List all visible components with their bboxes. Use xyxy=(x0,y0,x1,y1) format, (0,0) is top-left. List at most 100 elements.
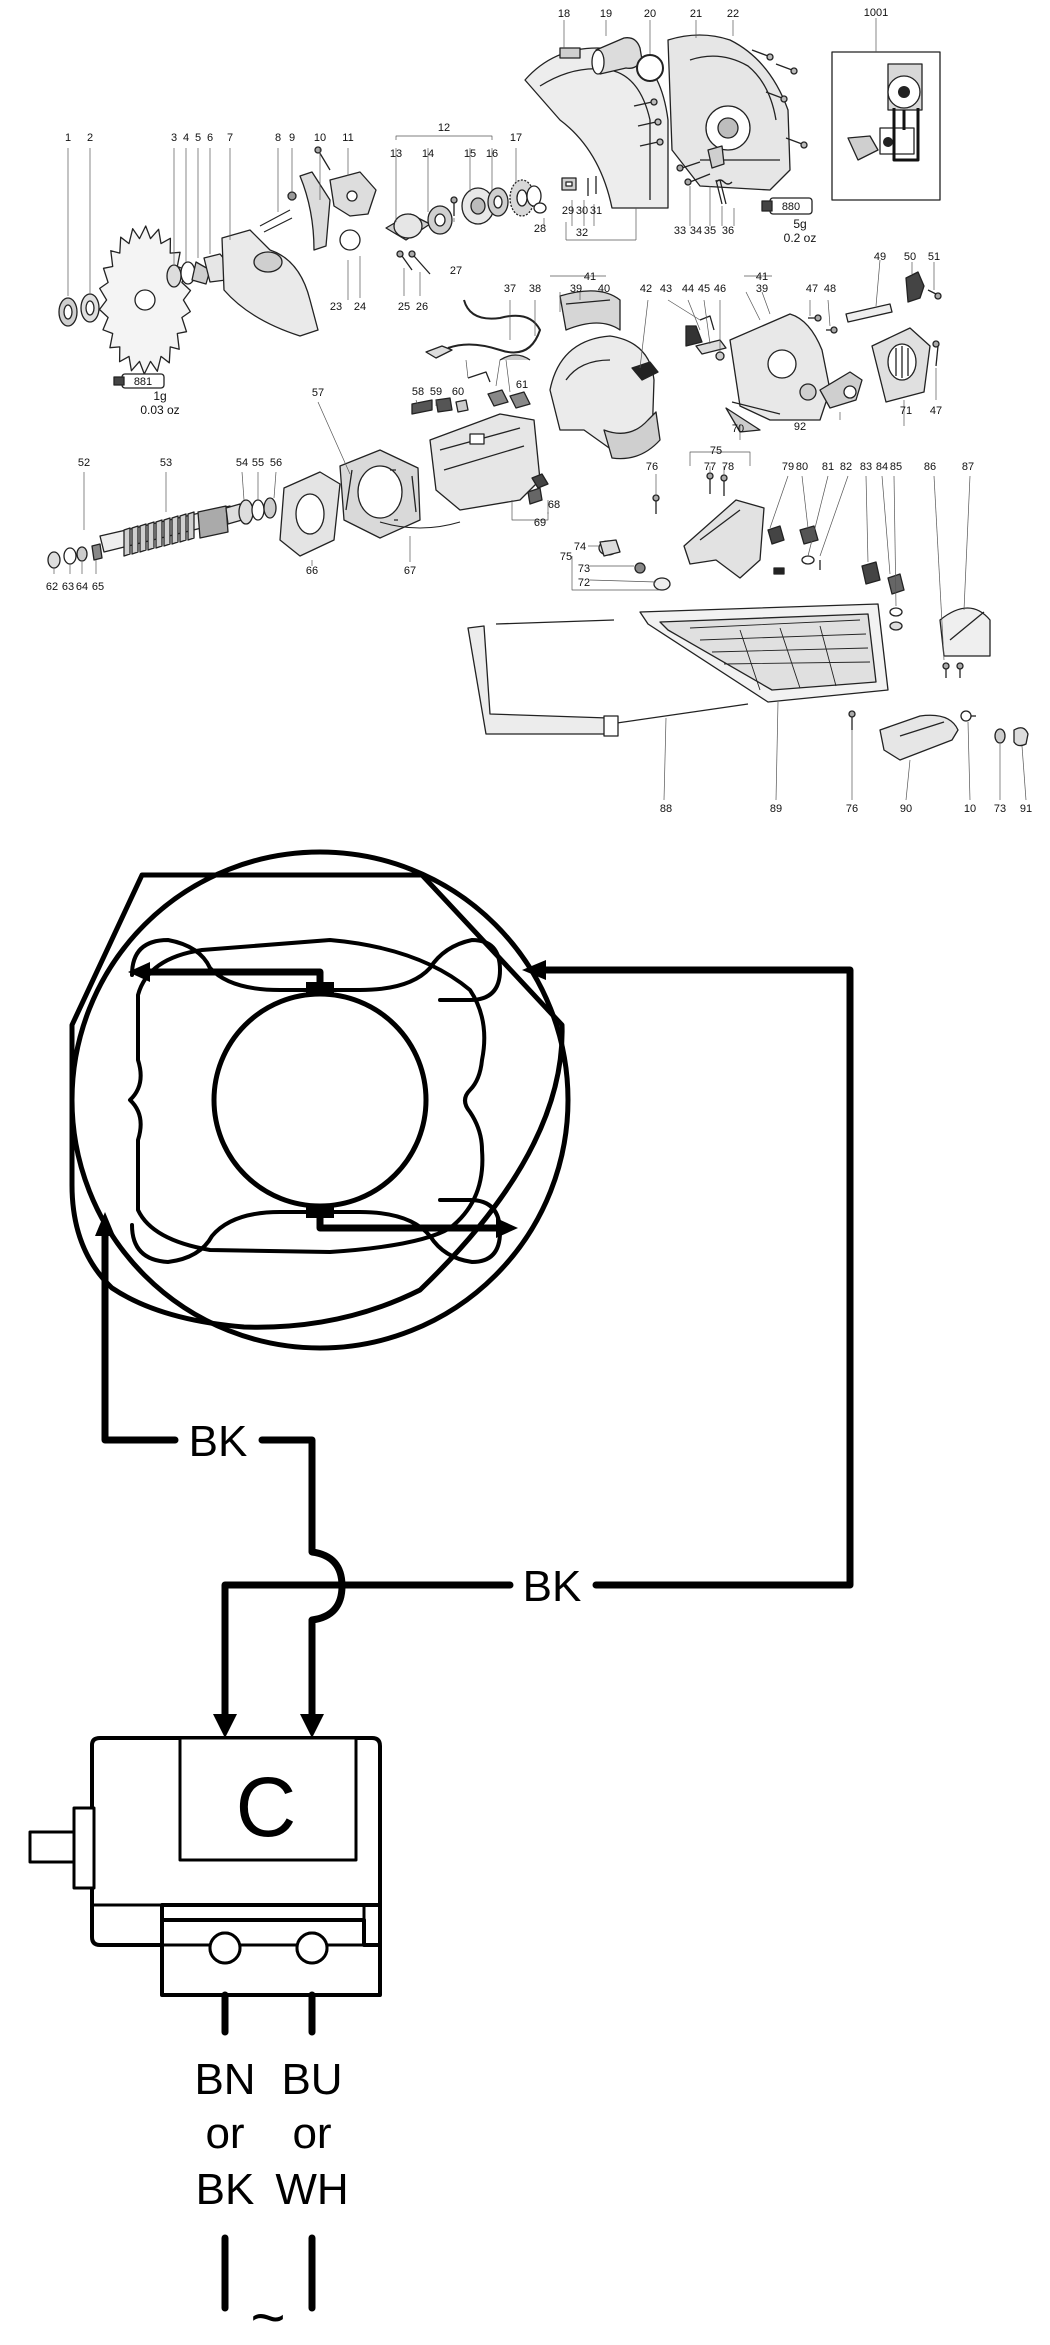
part-number-p23: 23 xyxy=(330,301,342,313)
brush-top-icon xyxy=(306,982,334,996)
part-number-p86: 86 xyxy=(924,461,936,473)
switch-parts-drawing xyxy=(631,315,727,381)
part-number-p11: 11 xyxy=(342,132,353,144)
part-number-p72: 72 xyxy=(578,577,590,589)
bracket-drawing xyxy=(314,146,377,217)
motor-housing-drawing xyxy=(429,413,541,511)
part-number-p62: 62 xyxy=(46,581,58,593)
small-parts-bottom-drawing xyxy=(848,710,1029,747)
lower-guard-drawing xyxy=(221,229,319,337)
ring-20-drawing xyxy=(636,54,664,82)
tube-881-amount-imperial: 0.03 oz xyxy=(140,403,179,417)
part-number-p19: 19 xyxy=(600,8,612,20)
plate-66-drawing xyxy=(279,471,341,557)
tube-881-amount: 1g xyxy=(153,389,166,403)
part-number-p88: 88 xyxy=(660,803,672,815)
wire-bk-right-upper xyxy=(536,966,854,1589)
gear-drawing xyxy=(509,179,542,217)
parallel-guide-drawing xyxy=(683,499,785,579)
small-parts-62-65-drawing xyxy=(47,543,103,569)
part-number-p10a: 10 xyxy=(314,132,326,144)
part-number-p50: 50 xyxy=(904,251,916,263)
rear-handle-drawing xyxy=(819,371,863,409)
switch-trigger xyxy=(28,1830,76,1864)
lead-right-line-1: BU xyxy=(281,2055,342,2104)
part-number-p82: 82 xyxy=(840,461,852,473)
wire-bk-right-lower xyxy=(221,1581,514,1724)
part-number-p53: 53 xyxy=(160,457,172,469)
switch-mount xyxy=(72,1806,96,1890)
part-number-p26: 26 xyxy=(416,301,428,313)
part-number-p8: 8 xyxy=(275,132,281,144)
upper-housing-drawing xyxy=(667,34,791,191)
wire-label-bk-right: BK xyxy=(523,1562,582,1611)
part-number-p52: 52 xyxy=(78,457,90,469)
field-coil-drawing xyxy=(339,449,421,539)
fan-housing-drawing xyxy=(871,327,931,403)
part-number-p70: 70 xyxy=(732,423,744,435)
part-number-p48: 48 xyxy=(824,283,836,295)
part-number-p38: 38 xyxy=(529,283,541,295)
switch-body xyxy=(28,1736,382,1997)
armature-circle xyxy=(211,991,429,1209)
part-number-p1001: 1001 xyxy=(864,7,888,19)
bearings-drawing xyxy=(238,497,277,525)
wiring-diagram: BK BK C BN or BK BU or WH ~ xyxy=(28,849,854,2345)
part-number-p42: 42 xyxy=(640,283,652,295)
wire-label-bk-left: BK xyxy=(189,1417,248,1466)
arrow-switch-left-icon xyxy=(213,1714,237,1738)
rod-drawing xyxy=(845,303,893,323)
angle-scale-drawing xyxy=(879,714,959,761)
part-number-p45: 45 xyxy=(698,283,710,295)
armature-drawing xyxy=(99,503,243,557)
part-number-p64: 64 xyxy=(76,581,88,593)
part-number-p51: 51 xyxy=(928,251,940,263)
part-number-p75b: 75 xyxy=(560,551,572,563)
part-number-p71: 71 xyxy=(900,405,912,417)
part-number-p67: 67 xyxy=(404,565,416,577)
switch-label-box xyxy=(178,1736,358,1862)
supply-symbol: ~ xyxy=(250,2284,285,2340)
parts-81-82-drawing xyxy=(799,525,821,570)
part-number-p68: 68 xyxy=(548,499,560,511)
arrow-right-in-icon xyxy=(522,960,546,980)
saw-blade-drawing xyxy=(98,225,192,375)
part-number-p47a: 47 xyxy=(806,283,818,295)
part-number-p61: 61 xyxy=(516,379,528,391)
arrow-top-left-icon xyxy=(128,962,150,982)
part-number-p34: 34 xyxy=(690,225,702,237)
part-number-p80: 80 xyxy=(796,461,808,473)
part-number-p25: 25 xyxy=(398,301,410,313)
parts-72-74-drawing xyxy=(598,539,671,591)
wire-bottom-brush xyxy=(316,1214,504,1232)
part-number-p15: 15 xyxy=(464,148,476,160)
lever-drawing xyxy=(259,171,331,251)
screws-76-78-drawing xyxy=(652,472,728,514)
wire-bk-left-lower xyxy=(258,1436,346,1724)
pins-drawing xyxy=(396,250,431,275)
part-number-p1: 1 xyxy=(65,132,71,144)
part-number-p59: 59 xyxy=(430,386,442,398)
part-number-p16: 16 xyxy=(486,148,498,160)
part-number-p69: 69 xyxy=(534,517,546,529)
brush-bottom-icon xyxy=(306,1204,334,1218)
switch-symbol: C xyxy=(236,1760,297,1854)
tube-880-code: 880 xyxy=(782,201,800,213)
part-number-p90: 90 xyxy=(900,803,912,815)
part-number-p39a: 39 xyxy=(570,283,582,295)
spindle-drawing xyxy=(385,187,509,241)
part-number-p73a: 73 xyxy=(578,563,590,575)
part-number-p89: 89 xyxy=(770,803,782,815)
part-number-p66: 66 xyxy=(306,565,318,577)
wire-bk-left-upper xyxy=(101,1226,179,1444)
part-number-p43: 43 xyxy=(660,283,672,295)
motor-housing-top-drawing xyxy=(559,290,621,331)
screws-18-drawing xyxy=(633,98,664,147)
part-number-p76a: 76 xyxy=(646,461,658,473)
part-number-p6: 6 xyxy=(207,132,213,144)
part-number-p76b: 76 xyxy=(846,803,858,815)
lead-left-line-2: or xyxy=(205,2109,244,2158)
